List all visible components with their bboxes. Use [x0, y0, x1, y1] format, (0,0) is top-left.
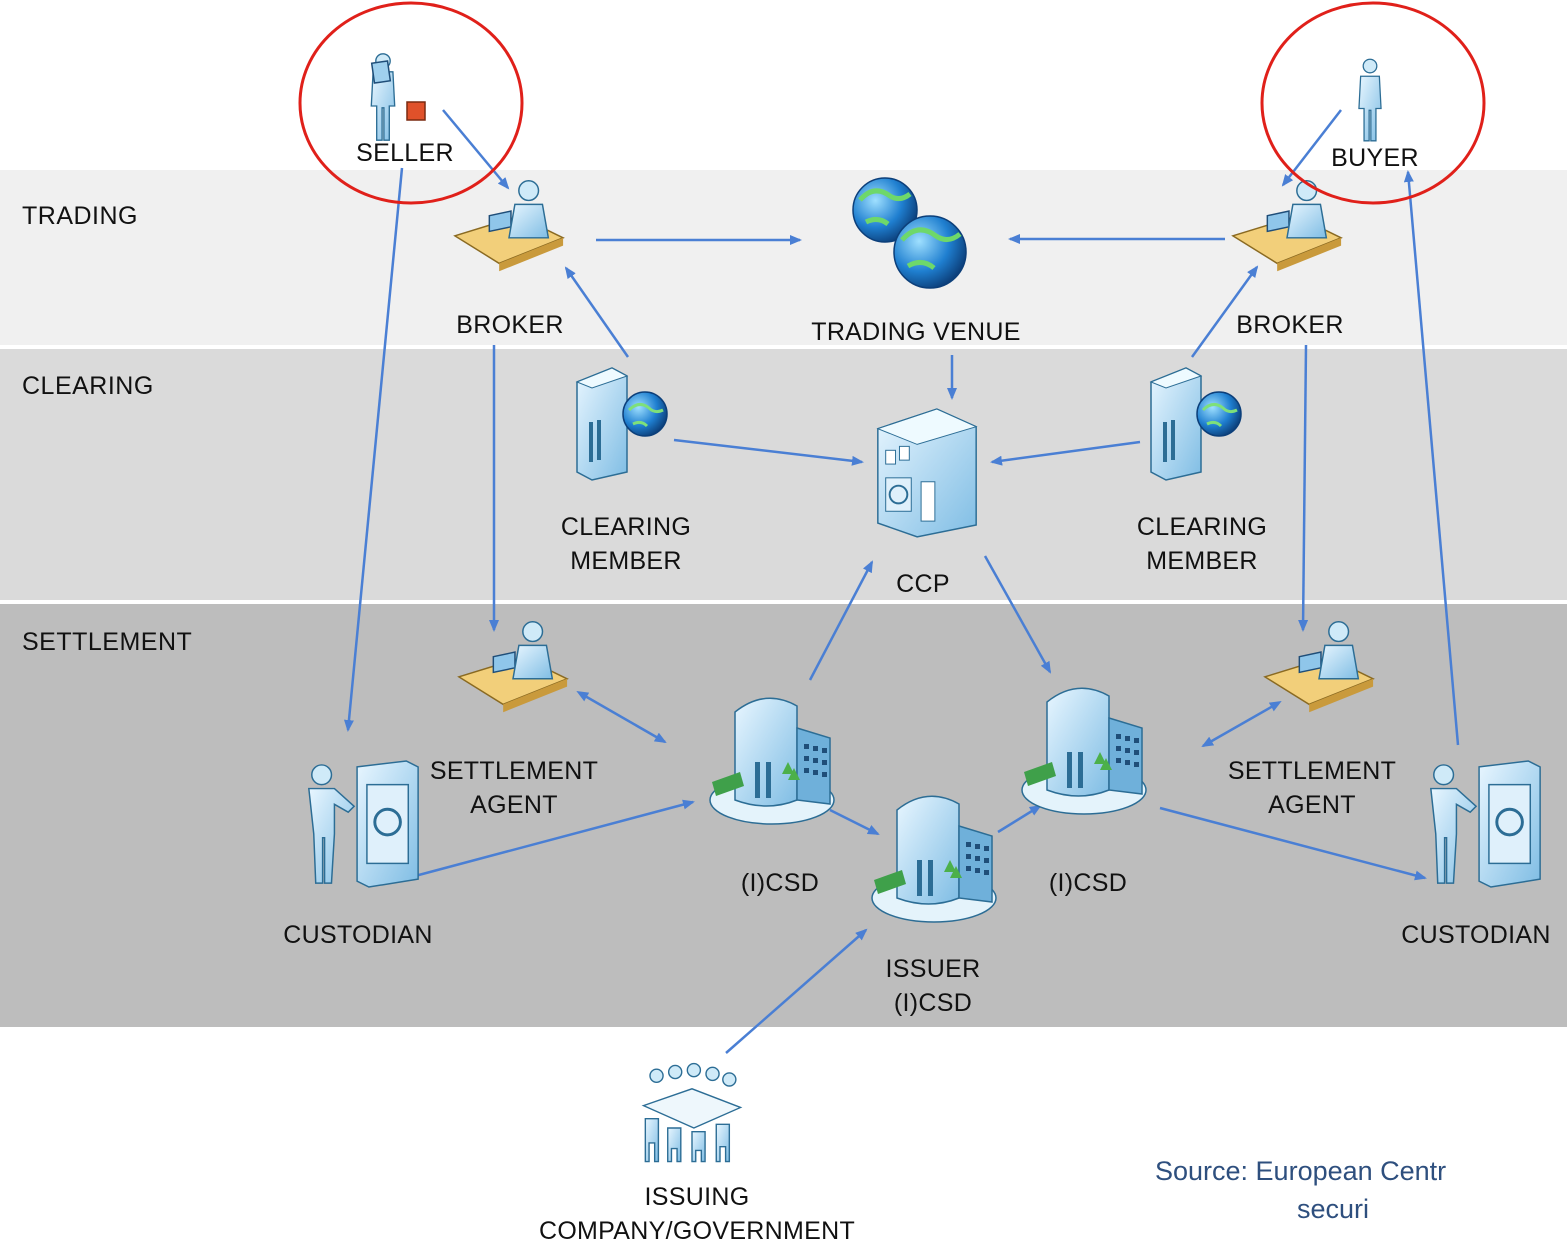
server-with-globe-icon — [575, 366, 669, 482]
buyer-highlight-circle — [1260, 1, 1486, 205]
arrow-custodian-to-buyer — [1403, 170, 1460, 746]
arrow-clearing-member-to-ccp-right — [990, 440, 1141, 466]
agent-at-computer-desk-icon — [458, 620, 568, 714]
arrow-clearing-member-to-broker — [564, 266, 630, 358]
seller-highlight-circle — [298, 1, 524, 205]
source-note: Source: European Centr securi — [1155, 1152, 1567, 1228]
label-icsd-left: (I)CSD — [740, 869, 820, 897]
arrow-issuer-icsd-to-icsd — [997, 804, 1042, 834]
label-seller: SELLER — [356, 139, 454, 167]
arrow-clearing-member-to-broker-right — [1190, 265, 1259, 358]
trader-at-desk-icon — [454, 180, 564, 272]
arrow-custodian-to-icsd — [414, 799, 695, 878]
arrow-icsd-to-custodian — [1159, 806, 1427, 881]
person-at-vault-icon — [1429, 760, 1542, 889]
label-broker-left: BROKER — [456, 311, 564, 339]
office-buildings-icon — [871, 795, 997, 923]
label-broker-right: BROKER — [1236, 311, 1344, 339]
label-settlement-agent-right: SETTLEMENT AGENT — [1227, 757, 1397, 819]
office-buildings-icon — [1021, 687, 1147, 815]
label-issuer-icsd: ISSUER (I)CSD — [885, 955, 981, 1017]
arrow-clearing-member-to-ccp — [673, 438, 864, 466]
seller-icon — [370, 53, 426, 141]
arrow-settlement-agent-icsd — [576, 691, 667, 744]
globes-icon — [852, 177, 967, 289]
label-ccp: CCP — [896, 570, 950, 598]
band-label-clearing: CLEARING — [22, 372, 154, 400]
person-at-vault-icon — [307, 760, 420, 889]
label-settlement-agent-left: SETTLEMENT AGENT — [429, 757, 599, 819]
arrow-icsd-to-issuer-icsd — [829, 808, 880, 836]
building-with-vault-icon — [876, 408, 978, 538]
band-label-settlement: SETTLEMENT — [22, 628, 193, 656]
label-buyer: BUYER — [1331, 144, 1419, 172]
agent-at-computer-desk-icon — [1264, 620, 1374, 714]
server-with-globe-icon — [1149, 366, 1243, 482]
label-custodian-right: CUSTODIAN — [1401, 921, 1551, 949]
source-line-1: Source: European Centr — [1155, 1156, 1447, 1186]
label-icsd-right: (I)CSD — [1048, 869, 1128, 897]
arrow-issuing-company-to-issuer-icsd — [725, 928, 868, 1054]
arrow-icsd-to-ccp — [808, 560, 874, 681]
office-buildings-icon — [709, 697, 835, 825]
label-clearing-member-right: CLEARING MEMBER — [1136, 513, 1268, 575]
buyer-icon — [1358, 58, 1382, 142]
arrow-ccp-to-icsd — [983, 555, 1052, 674]
arrow-seller-to-custodian — [343, 167, 404, 732]
source-line-2: securi — [1297, 1194, 1370, 1224]
arrow-settlement-agent-icsd-right — [1201, 701, 1282, 748]
label-clearing-member-left: CLEARING MEMBER — [560, 513, 692, 575]
arrow-seller-to-broker — [442, 109, 510, 190]
band-label-trading: TRADING — [22, 202, 138, 230]
label-issuing-company: ISSUING COMPANY/GOVERNMENT — [538, 1183, 856, 1245]
boardroom-meeting-icon — [642, 1062, 742, 1163]
label-trading-venue: TRADING VENUE — [811, 318, 1021, 346]
arrow-broker-to-settlement-agent-right — [1298, 344, 1309, 632]
label-custodian-left: CUSTODIAN — [283, 921, 433, 949]
